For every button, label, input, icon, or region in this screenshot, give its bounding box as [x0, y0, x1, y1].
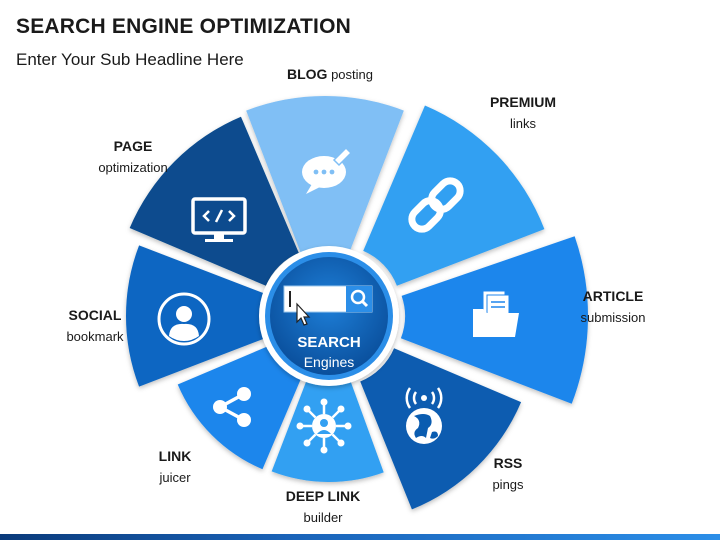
- label-page-head: PAGE: [113, 138, 153, 154]
- label-link-sub: juicer: [159, 470, 191, 485]
- label-blog-head: BLOG: [287, 66, 328, 82]
- label-page-sub: optimization: [98, 160, 168, 175]
- label-link: LINK juicer: [135, 446, 215, 488]
- label-social: SOCIAL bookmark: [55, 305, 135, 347]
- cursor-icon: [296, 302, 311, 326]
- search-box-icon: [283, 285, 373, 326]
- label-blog-sub: posting: [331, 67, 373, 82]
- label-premium-sub: links: [509, 116, 536, 131]
- label-deep-link-head: DEEP LINK: [285, 488, 361, 504]
- label-article: ARTICLE submission: [563, 286, 663, 328]
- label-rss: RSS pings: [468, 453, 548, 495]
- label-premium-head: PREMIUM: [489, 94, 557, 110]
- center-hub: SEARCH Engines: [259, 246, 399, 386]
- network-person-icon: [296, 398, 352, 454]
- bottom-accent-bar: [0, 534, 720, 540]
- page-subtitle: Enter Your Sub Headline Here: [16, 50, 244, 69]
- label-deep-link-sub: builder: [303, 510, 343, 525]
- chain-link-icon: [408, 177, 464, 233]
- segment-social: [125, 245, 266, 387]
- segment-page: [129, 116, 299, 286]
- label-page: PAGE optimization: [83, 136, 183, 178]
- label-premium: PREMIUM links: [463, 92, 583, 134]
- page-title: SEARCH ENGINE OPTIMIZATION: [16, 15, 351, 38]
- chat-edit-icon: [302, 146, 353, 194]
- label-social-head: SOCIAL: [68, 307, 122, 323]
- segment-link: [177, 346, 301, 470]
- user-icon: [157, 292, 211, 346]
- folder-documents-icon: [473, 290, 519, 337]
- share-icon: [213, 387, 251, 427]
- label-link-head: LINK: [158, 448, 192, 464]
- label-deep-link: DEEP LINK builder: [263, 486, 383, 528]
- label-blog: BLOG posting: [260, 64, 400, 85]
- center-subtitle: Engines: [304, 354, 355, 370]
- label-article-sub: submission: [580, 310, 646, 325]
- segments-layer: [125, 96, 588, 510]
- label-rss-head: RSS: [493, 455, 523, 471]
- label-social-sub: bookmark: [66, 329, 124, 344]
- globe-signal-icon: [405, 387, 443, 444]
- label-article-head: ARTICLE: [582, 288, 644, 304]
- label-rss-sub: pings: [492, 477, 524, 492]
- icons-layer: [157, 146, 519, 454]
- monitor-code-icon: [191, 197, 247, 242]
- center-title: SEARCH: [297, 334, 360, 351]
- segment-premium: [363, 105, 545, 286]
